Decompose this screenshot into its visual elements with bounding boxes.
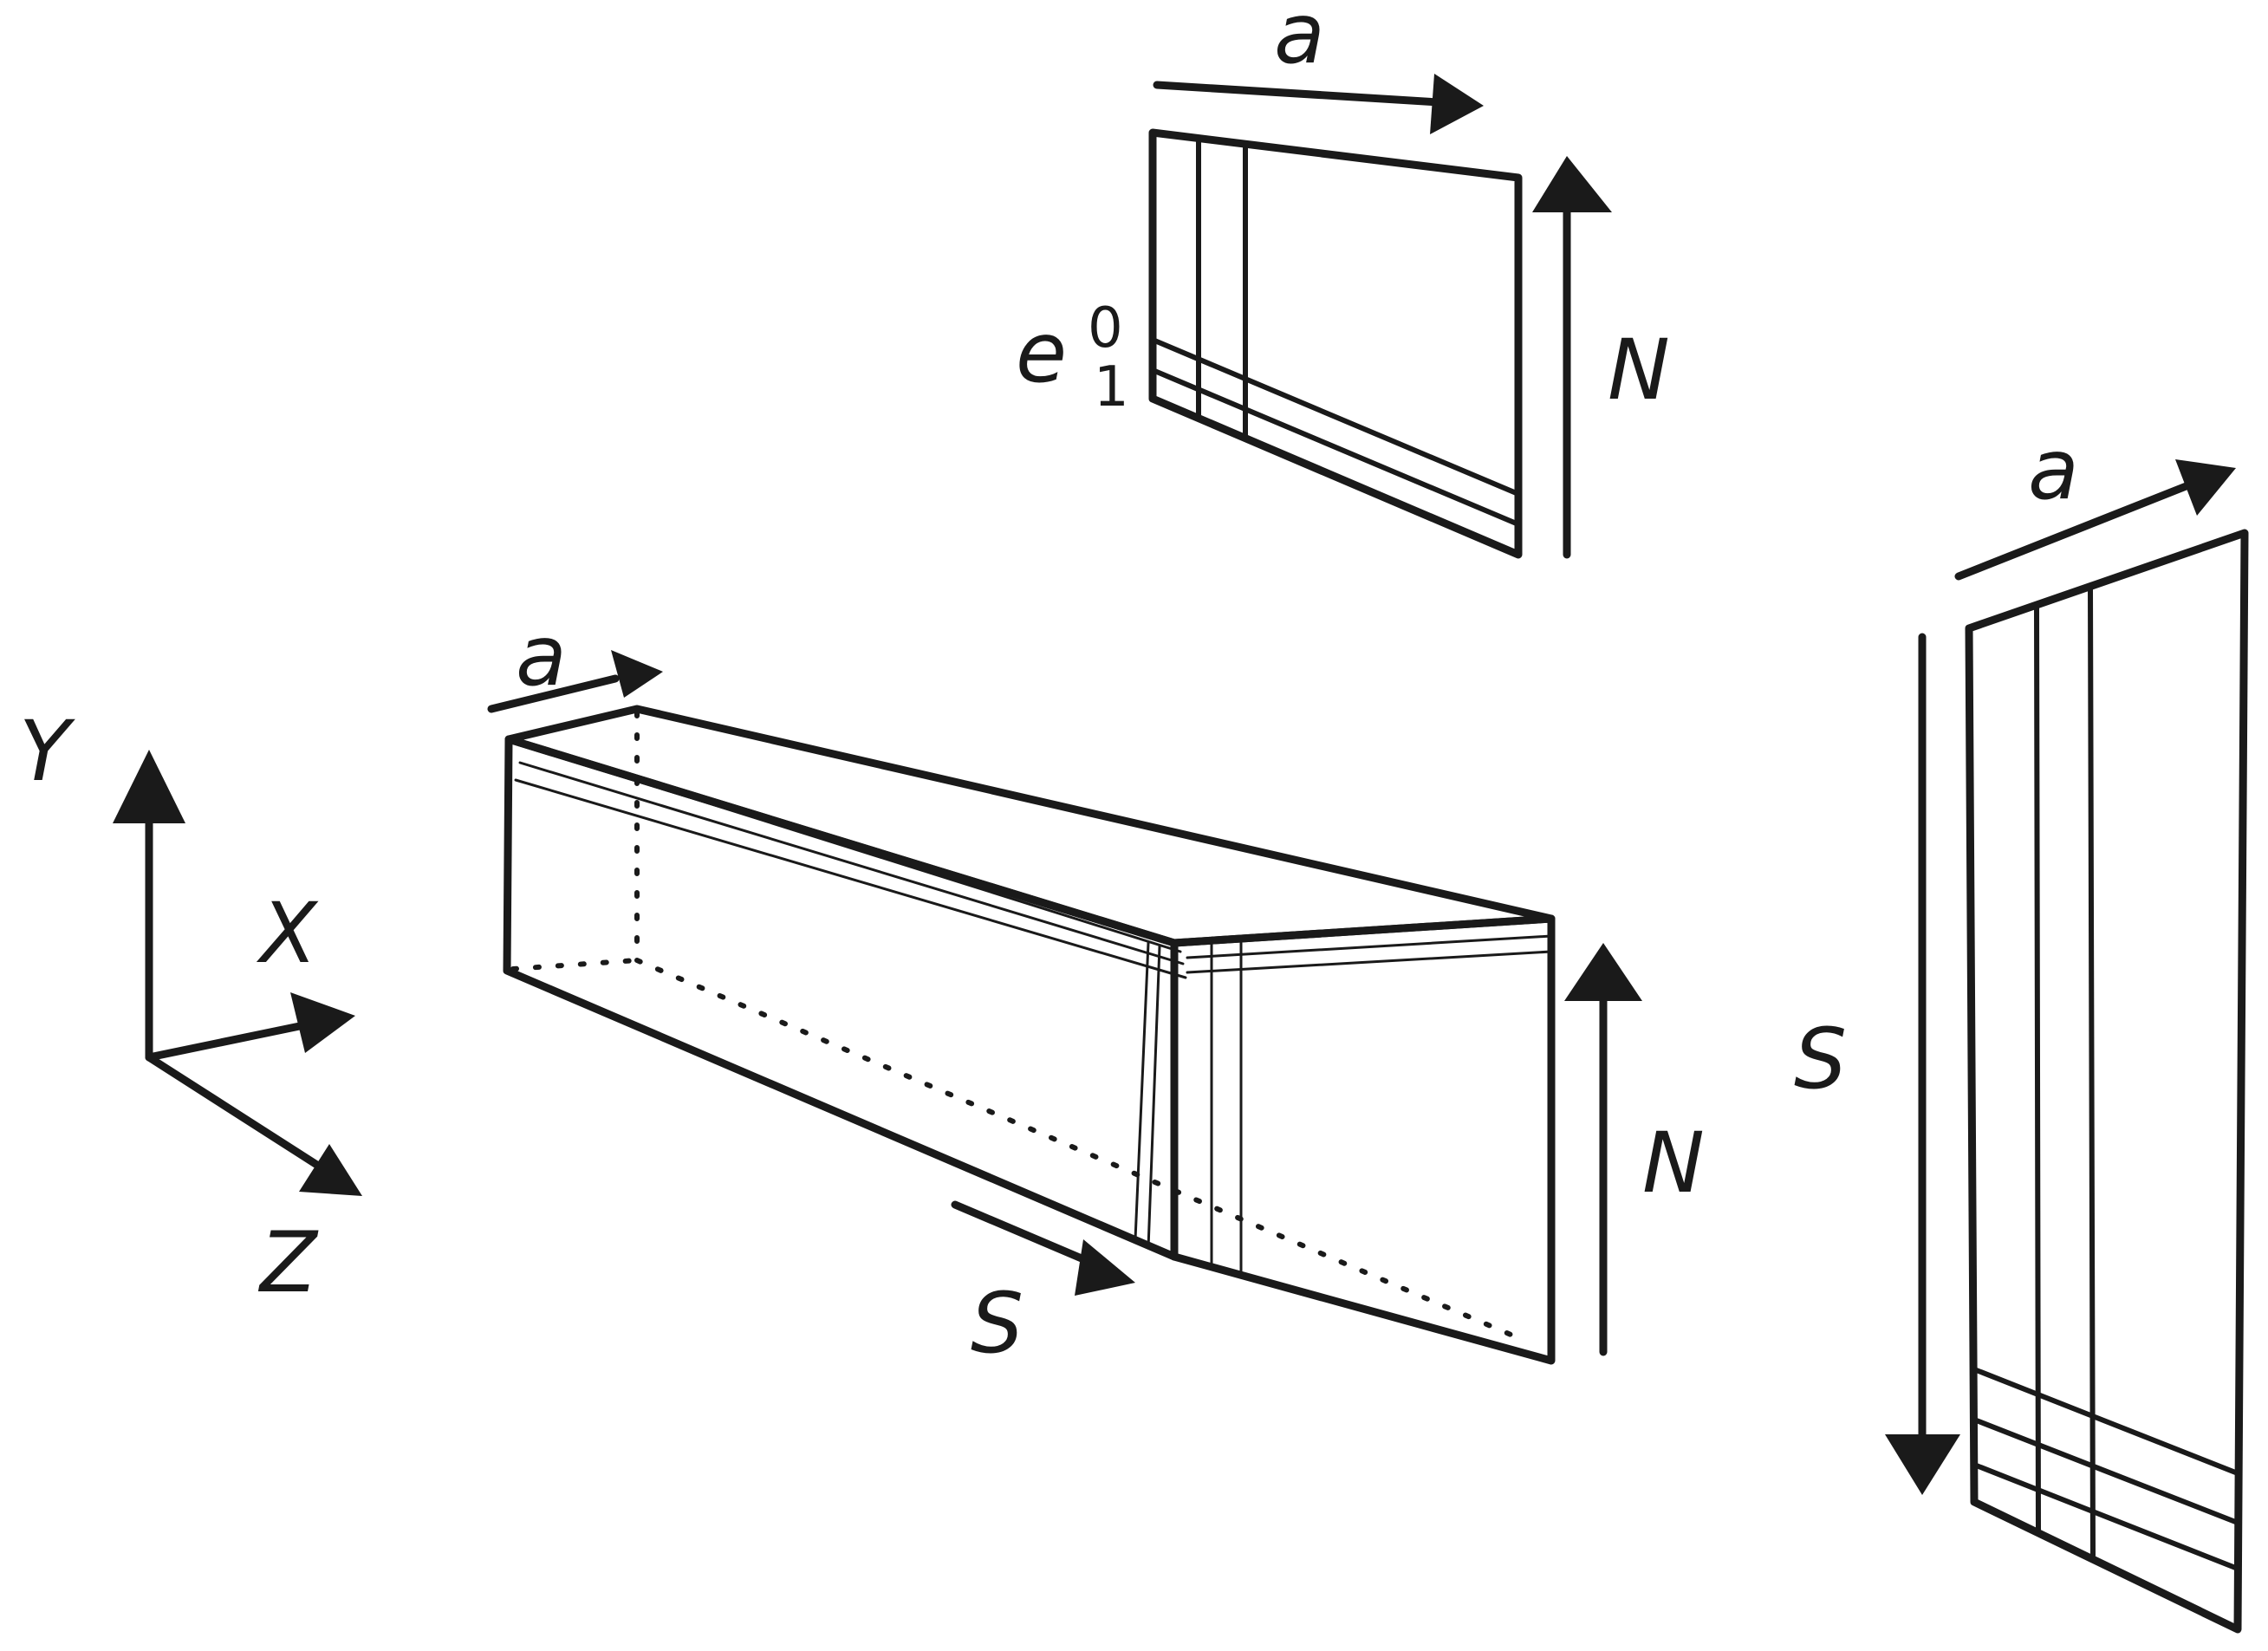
x-axis-label: X xyxy=(256,885,319,982)
top-panel-row-line-2 xyxy=(1150,367,1521,527)
right-panel-column-line-1 xyxy=(2034,604,2041,1532)
prism-s-arrow-line xyxy=(951,1200,1092,1265)
right-panel-s-label: S xyxy=(1794,1011,1847,1108)
top-panel-e-superscript: 0 xyxy=(1088,296,1123,361)
prism-hidden-left-edge xyxy=(510,958,640,972)
prism-s-label: S xyxy=(971,1275,1024,1372)
prism-end-face xyxy=(1170,914,1556,1365)
prism-n-label: N xyxy=(1642,1115,1705,1212)
top-panel-a-arrow-line xyxy=(1153,81,1443,107)
prism-front-face xyxy=(503,735,1179,1261)
right-slice-panel: a S xyxy=(1794,421,2249,1634)
x-axis-line xyxy=(145,1018,321,1062)
prism-a-label: a xyxy=(516,608,567,705)
top-panel-a-label: a xyxy=(1274,0,1325,82)
top-panel-n-arrowhead xyxy=(1532,156,1612,212)
prism-n-arrowhead xyxy=(1564,943,1642,1001)
prism-end-row-line-1 xyxy=(1186,934,1553,959)
right-panel-row-line-3 xyxy=(1972,1462,2240,1571)
prism-top-face xyxy=(504,705,1556,947)
top-slice-panel: a N e 0 1 xyxy=(1016,0,1670,559)
prism-s-arrowhead xyxy=(1075,1239,1135,1296)
right-panel-row-line-1 xyxy=(1972,1367,2240,1476)
top-panel-e-label: e xyxy=(1016,304,1067,401)
z-axis-arrowhead xyxy=(299,1144,362,1196)
prism-front-column-line-1 xyxy=(1134,941,1150,1241)
prism-a-arrow-line xyxy=(487,674,620,713)
tensor-prism: a S N xyxy=(487,608,1705,1372)
prism-front-column-line-2 xyxy=(1147,945,1161,1250)
z-axis-label: Z xyxy=(257,1214,319,1311)
right-panel-frame xyxy=(1965,529,2249,1634)
prism-slice-line-3 xyxy=(514,778,1187,979)
top-panel-row-line-1 xyxy=(1150,337,1521,497)
right-panel-row-line-2 xyxy=(1972,1417,2240,1525)
right-panel-a-arrow-line xyxy=(1954,481,2193,581)
right-panel-s-arrowhead xyxy=(1885,1434,1960,1495)
z-axis-line xyxy=(145,1053,329,1174)
top-panel-n-label: N xyxy=(1608,322,1670,419)
right-panel-column-line-2 xyxy=(2088,585,2096,1558)
prism-end-row-line-2 xyxy=(1186,950,1553,974)
y-axis-label: Y xyxy=(19,703,75,800)
prism-hidden-bottom-edge xyxy=(634,958,1524,1342)
right-panel-a-arrowhead xyxy=(2175,459,2236,516)
y-axis-arrowhead xyxy=(113,750,185,823)
top-panel-frame xyxy=(1148,128,1523,559)
x-axis-arrowhead xyxy=(290,992,355,1053)
prism-slice-line-1 xyxy=(523,744,1182,953)
prism-a-arrowhead xyxy=(611,650,663,698)
coordinate-axes: Y X Z xyxy=(19,703,362,1311)
prism-slice-line-2 xyxy=(518,761,1185,965)
top-panel-a-arrowhead xyxy=(1430,74,1484,134)
right-panel-a-label: a xyxy=(2028,421,2079,518)
top-panel-e-subscript: 1 xyxy=(1094,355,1129,419)
